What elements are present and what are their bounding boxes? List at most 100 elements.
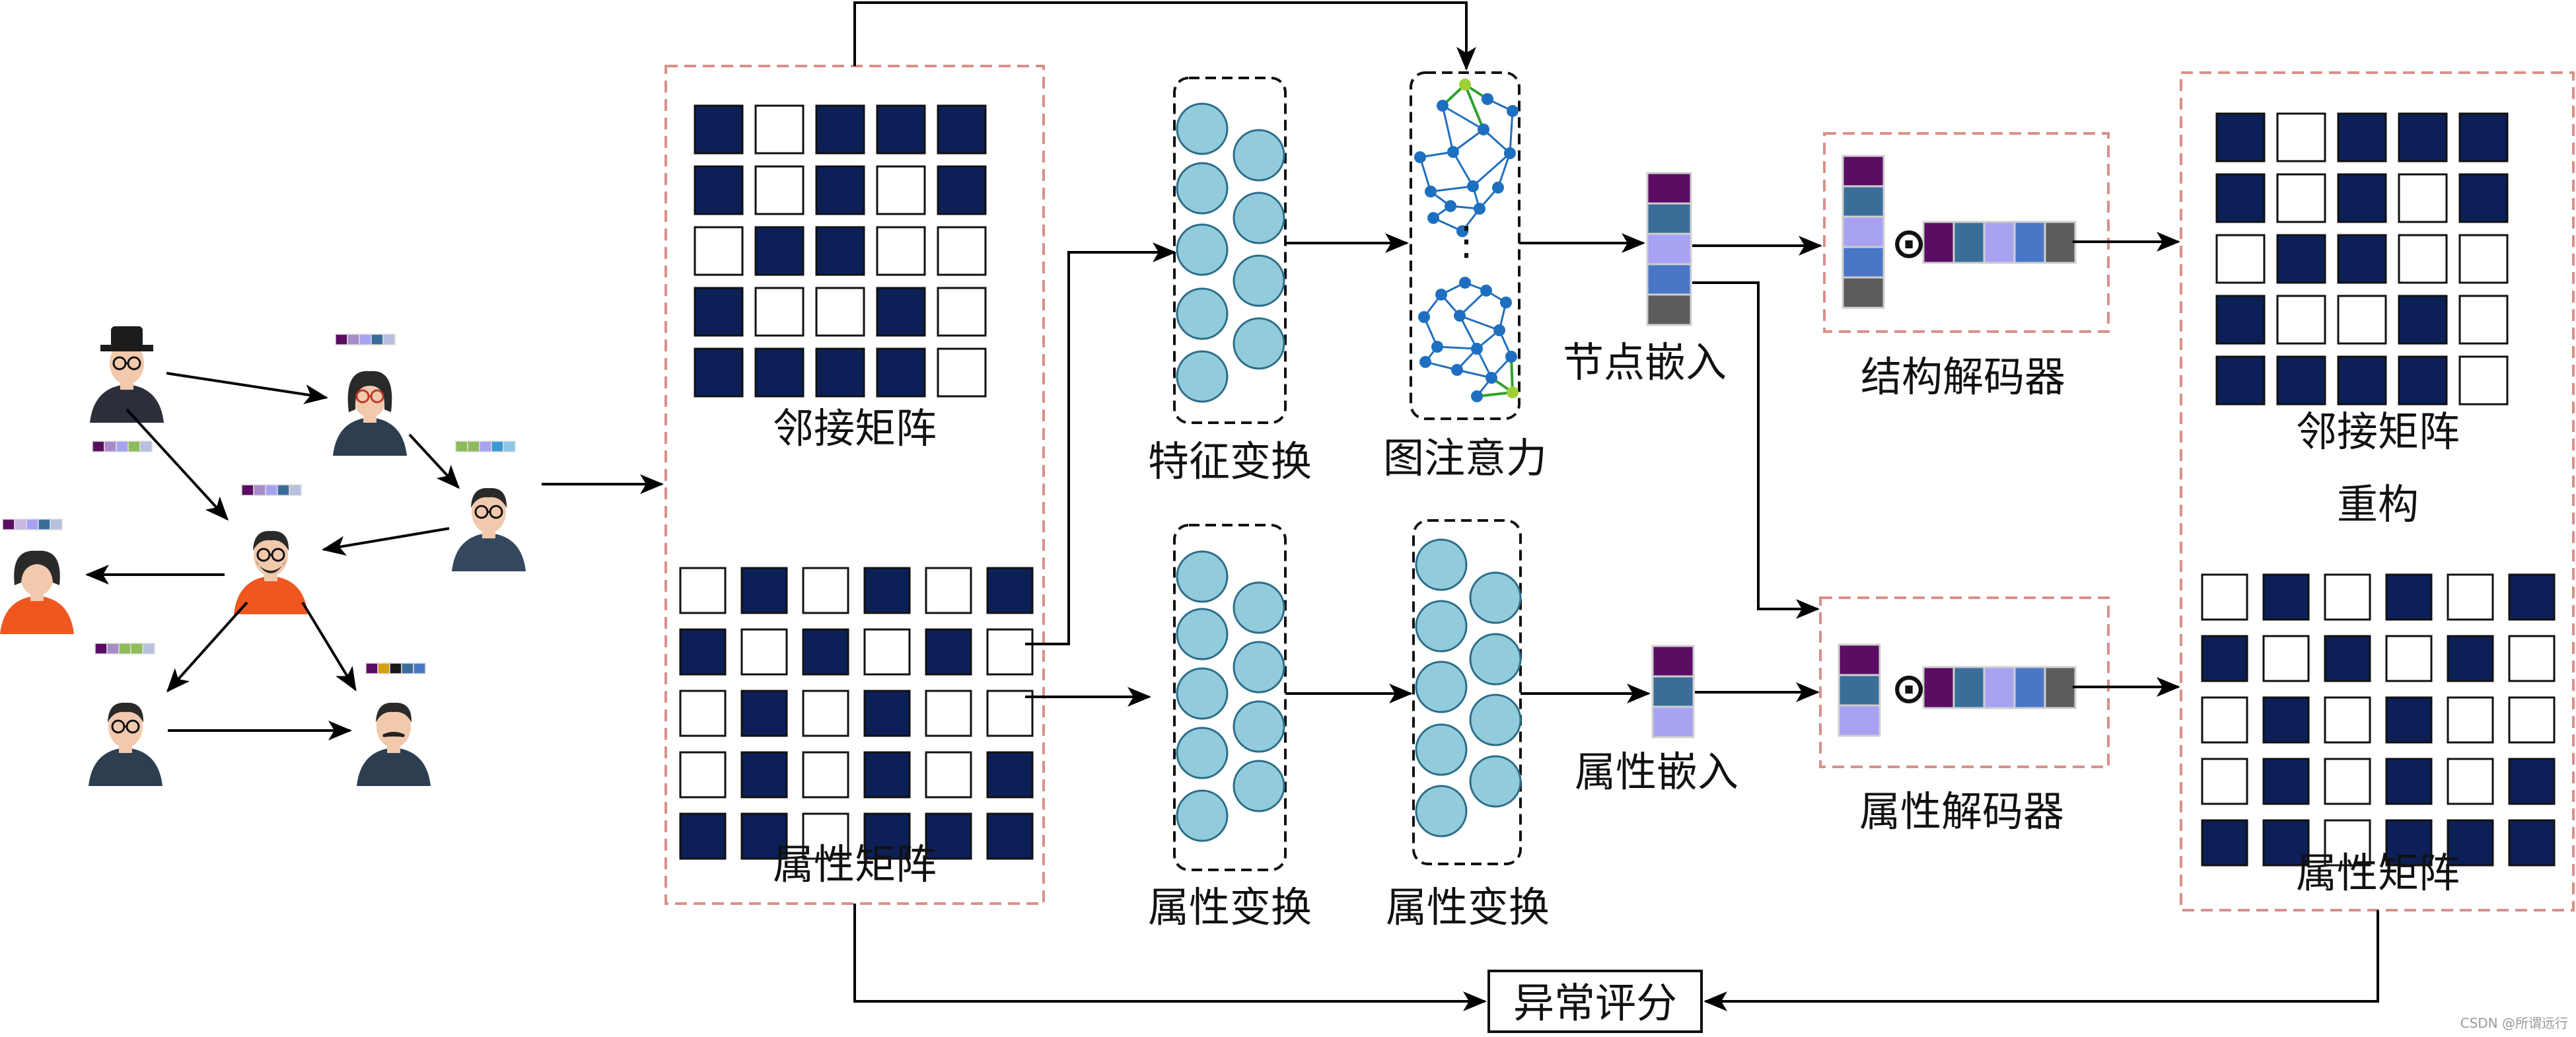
- matrix-cell: [2337, 112, 2387, 162]
- man-glasses-2-icon: [89, 643, 162, 786]
- matrix-cell: [802, 690, 849, 737]
- matrix-cell: [802, 812, 849, 860]
- embedding-cell: [1922, 221, 1955, 264]
- embedding-cell: [1842, 215, 1885, 248]
- graph-node: [1454, 310, 1466, 322]
- matrix-cell: [740, 628, 788, 676]
- social-edge: [322, 527, 450, 556]
- graph-edge: [1459, 314, 1500, 332]
- graph-node: [1459, 277, 1471, 289]
- matrix-cell: [937, 165, 987, 215]
- attribute-transform-layer-1: [1173, 524, 1287, 871]
- embedding-cell: [1922, 666, 1955, 709]
- attribute-strip: [104, 441, 117, 452]
- matrix-cell: [2215, 112, 2266, 162]
- matrix-cell: [925, 567, 972, 614]
- reconstruction-label: 重构: [2337, 480, 2419, 528]
- matrix-cell: [2458, 295, 2509, 345]
- graph-node: [1427, 212, 1439, 224]
- matrix-cell: [2447, 758, 2494, 805]
- matrix-cell: [2458, 173, 2509, 223]
- graph-node: [1447, 146, 1459, 158]
- graph-edge: [1430, 185, 1474, 193]
- attribute-strip: [92, 441, 105, 452]
- bearded-man-icon: [234, 484, 308, 614]
- matrix-cell: [2215, 234, 2266, 284]
- matrix-cell: [802, 751, 849, 799]
- graph-node: [1478, 124, 1489, 135]
- structure-decoder-vectors: [1842, 155, 2077, 309]
- matrix-cell: [694, 104, 744, 155]
- matrix-cell: [925, 690, 972, 737]
- graph-node: [1419, 356, 1431, 368]
- graph-edge: [1452, 128, 1484, 153]
- neuron: [1233, 641, 1285, 694]
- matrix-cell: [679, 751, 727, 799]
- graph-node: [1445, 200, 1456, 212]
- neuron: [1176, 608, 1229, 661]
- attribute-matrix-label: 属性矩阵: [773, 840, 937, 888]
- embedding-cell: [2044, 666, 2077, 709]
- matrix-cell: [925, 628, 972, 676]
- embedding-cell: [1842, 246, 1885, 279]
- matrix-cell: [2398, 234, 2448, 284]
- structure-decoder-label: 结构解码器: [1861, 353, 2065, 401]
- graph-node: [1504, 147, 1516, 159]
- matrix-cell: [815, 104, 865, 155]
- matrix-cell: [876, 287, 926, 337]
- neuron: [1176, 350, 1229, 403]
- embedding-cell: [1651, 645, 1695, 678]
- social-edge: [301, 601, 357, 692]
- social-edge: [408, 433, 460, 489]
- structure-decoder-hadamard: ⊙: [1891, 219, 1927, 268]
- neuron: [1233, 700, 1285, 753]
- embedding-cell: [1838, 674, 1881, 707]
- matrix-cell: [802, 628, 849, 676]
- matrix-cell: [2262, 696, 2310, 744]
- graph-node: [1471, 343, 1483, 355]
- graph-attention-layer: [1410, 71, 1521, 420]
- matrix-cell: [2337, 295, 2387, 345]
- embedding-cell: [1842, 185, 1885, 218]
- graph-node: [1451, 364, 1463, 376]
- matrix-cell: [815, 347, 865, 398]
- graph-edge: [1458, 289, 1487, 317]
- neuron: [1233, 254, 1285, 307]
- matrix-cell: [925, 812, 972, 860]
- embedding-cell: [1952, 666, 1986, 709]
- woman-glasses-icon: [333, 334, 407, 456]
- graph-node: [1492, 182, 1504, 194]
- attribute-embedding-label: 属性嵌入: [1575, 748, 1738, 796]
- node-embedding-vector: [1646, 172, 1692, 326]
- embedding-cell: [1838, 643, 1881, 676]
- matrix-cell: [2385, 573, 2433, 621]
- attribute-decoder-vectors: [1838, 643, 2077, 737]
- feature-transform-label: 特征变换: [1148, 437, 1312, 485]
- matrix-cell: [2337, 173, 2387, 223]
- matrix-cell: [2276, 355, 2326, 406]
- matrix-cell: [694, 347, 744, 398]
- matrix-cell: [986, 628, 1034, 676]
- watermark: CSDN @所谓远行: [2460, 1015, 2568, 1031]
- graph-edge: [1437, 345, 1478, 350]
- matrix-cell: [986, 567, 1034, 614]
- anomaly-score-box: [1487, 970, 1703, 1033]
- neuron: [1176, 223, 1229, 276]
- adjacency-matrix-label: 邻接矩阵: [773, 404, 937, 452]
- embedding-cell: [2044, 221, 2077, 264]
- matrix-cell: [2324, 635, 2371, 682]
- matrix-cell: [2215, 173, 2266, 223]
- matrix-cell: [740, 751, 788, 799]
- neuron: [1469, 755, 1522, 808]
- matrix-cell: [2398, 173, 2448, 223]
- matrix-cell: [2385, 696, 2433, 744]
- neuron: [1176, 667, 1229, 720]
- matrix-cell: [2447, 573, 2494, 621]
- graph-node: [1467, 180, 1479, 192]
- neuron: [1233, 760, 1285, 812]
- matrix-cell: [986, 690, 1034, 737]
- graph-node: [1482, 93, 1493, 105]
- embedding-cell: [1646, 263, 1692, 296]
- graph-edge: [1509, 110, 1514, 154]
